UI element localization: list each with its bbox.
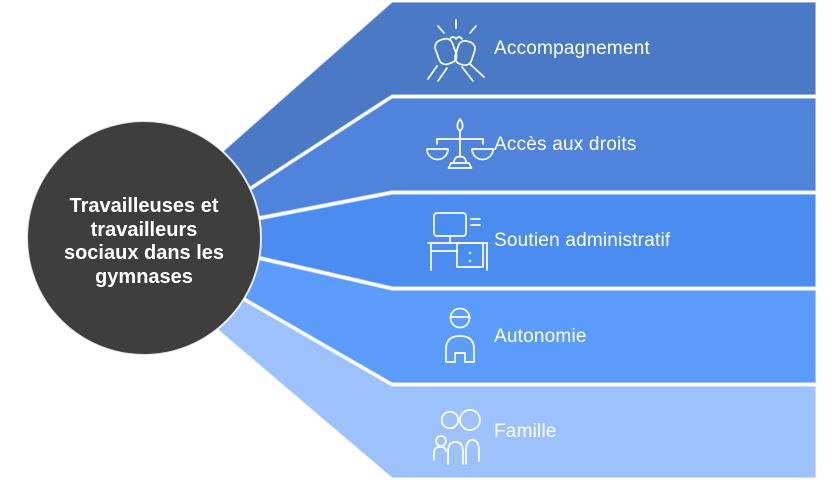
person-icon xyxy=(445,307,475,363)
title-line: Travailleuses et xyxy=(69,195,219,217)
title-line: travailleurs xyxy=(90,218,198,241)
band-label-famille: Famille xyxy=(494,421,557,442)
fist-bump-icon xyxy=(427,19,485,82)
band-label-autonomie: Autonomie xyxy=(494,325,587,347)
central-circle-title: Travailleuses et travailleurs sociaux da… xyxy=(34,195,254,289)
band-label-acces-aux-droits: Accès aux droits xyxy=(494,133,637,155)
central-circle xyxy=(26,120,262,356)
family-icon xyxy=(433,409,481,465)
scales-of-justice-icon xyxy=(426,118,494,169)
desk-icon xyxy=(427,212,488,271)
title-line: gymnases xyxy=(95,265,193,288)
band-label-soutien-administratif: Soutien administratif xyxy=(494,229,671,251)
band-label-accompagnement: Accompagnement xyxy=(494,37,650,59)
title-line: sociaux dans les xyxy=(63,242,225,264)
